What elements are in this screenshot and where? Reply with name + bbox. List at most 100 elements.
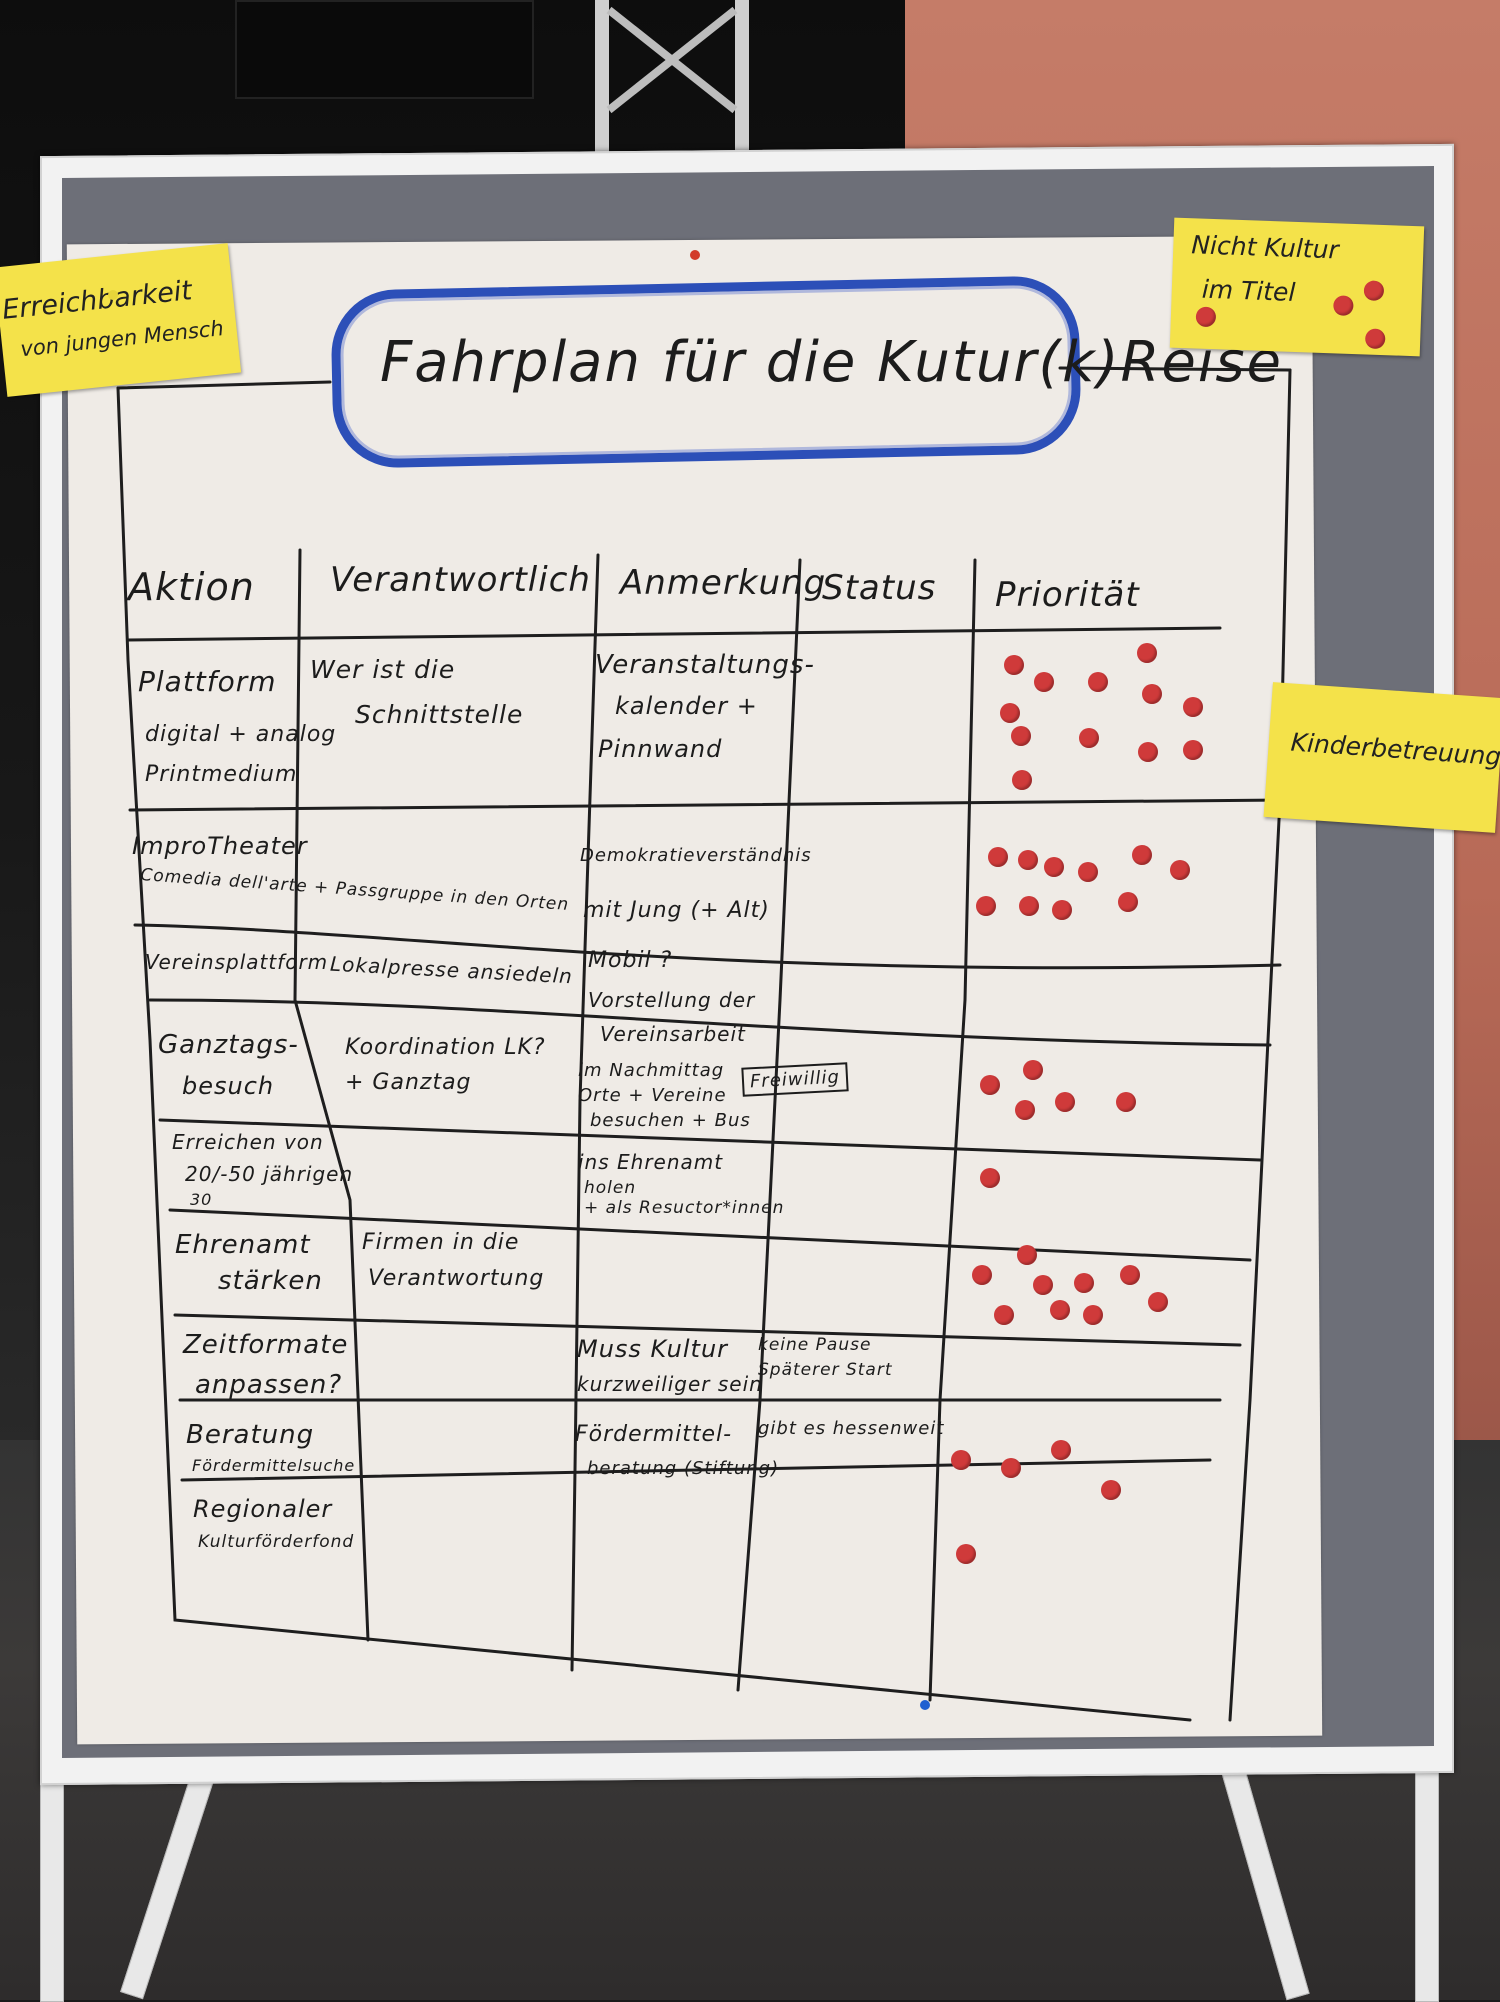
pin [108,290,118,300]
row7-aktion: anpassen? [195,1370,343,1400]
row1-verantwortlich: Schnittstelle [355,700,524,729]
column-header-anmerkung: Anmerkung [620,563,827,603]
sticky-right-top-line: Nicht Kultur [1190,230,1340,265]
row6-aktion: Ehrenamt [175,1230,311,1260]
pin [920,1700,930,1710]
row4-aktion: besuch [182,1072,275,1100]
priority-dot [956,1544,976,1564]
priority-dot [1001,1458,1021,1478]
priority-dot [1183,697,1203,717]
priority-dot [1074,1273,1094,1293]
row1-aktion: digital + analog [145,722,337,747]
sticky-left-line: Erreichbarkeit [0,275,194,326]
priority-dot [988,847,1008,867]
priority-dot [951,1450,971,1470]
row7-status: keine Pause [758,1335,872,1355]
row3-aktion: Vereinsplattform [145,950,329,974]
priority-dot [980,1075,1000,1095]
sticky-priority-dot [1364,328,1386,350]
column-header-aktion: Aktion [128,565,255,609]
column-header-status: Status [822,568,937,608]
row6-aktion: stärken [218,1266,323,1296]
row1-aktion: Printmedium [145,762,298,787]
sticky-note-right-mid: Kinderbetreuung [1263,682,1500,833]
row3-anmerkung: Vorstellung der [588,988,756,1012]
priority-dot [1034,672,1054,692]
page-title: Fahrplan für die Kutur(k)Reise [380,330,1284,395]
sticky-priority-dot [1195,306,1217,328]
row7-status: Späterer Start [758,1360,893,1380]
priority-dot [1170,860,1190,880]
row1-verantwortlich: Wer ist die [310,655,456,684]
priority-dot [1132,845,1152,865]
row6-verantwortlich: Verantwortung [368,1266,545,1291]
priority-dot [1118,892,1138,912]
row1-anmerkung: kalender + [615,692,758,720]
priority-dot [1142,684,1162,704]
row5-aktion: 30 [190,1190,213,1209]
priority-dot [1137,643,1157,663]
priority-dot [1120,1265,1140,1285]
priority-dot [1011,726,1031,746]
priority-dot [1050,1300,1070,1320]
column-header-verantwortlich: Verantwortlich [330,560,591,600]
row8-status: gibt es hessenweit [758,1418,945,1439]
priority-dot [1044,857,1064,877]
row5-anmerkung: holen [584,1178,637,1198]
pin [690,250,700,260]
priority-dot [1052,900,1072,920]
priority-dot [1033,1275,1053,1295]
row5-anmerkung: + als Resuctor*innen [584,1198,785,1218]
row4-anmerkung: im Nachmittag [578,1060,725,1081]
priority-dot [1116,1092,1136,1112]
priority-dot [1004,655,1024,675]
priority-dot [1015,1100,1035,1120]
row8-aktion: Beratung [186,1420,315,1450]
row1-anmerkung: Veranstaltungs- [595,650,815,680]
sticky-right-mid-line: Kinderbetreuung [1289,727,1500,772]
priority-dot [1088,672,1108,692]
sticky-priority-dot [1333,295,1354,316]
row8-aktion: Fördermittelsuche [192,1456,356,1475]
row2-anmerkung: mit Jung (+ Alt) [583,898,770,923]
priority-dot [1079,728,1099,748]
priority-dot [1148,1292,1168,1312]
sticky-left-line: von jungen Mensch [19,316,225,362]
row1-anmerkung: Pinnwand [598,735,723,763]
priority-dot [972,1265,992,1285]
row9-aktion: Kulturförderfond [198,1532,355,1552]
priority-dot [1055,1092,1075,1112]
sticky-right-top-line: im Titel [1201,274,1296,307]
priority-dot [1019,896,1039,916]
row3-anmerkung: Vereinsarbeit [600,1022,746,1046]
row1-aktion: Plattform [138,665,277,698]
sticky-note-right-top: Nicht Kultur im Titel [1169,217,1425,357]
speaker-box [235,0,534,99]
priority-dot [1078,862,1098,882]
row6-verantwortlich: Firmen in die [362,1230,520,1255]
row2-aktion: ImproTheater [132,832,308,860]
priority-dot [1183,740,1203,760]
row5-aktion: Erreichen von [172,1130,324,1154]
row8-anmerkung: beratung (Stiftung) [587,1458,780,1479]
row4-anmerkung: Orte + Vereine [578,1085,727,1106]
priority-dot [980,1168,1000,1188]
row2-anmerkung: Demokratieverständnis [580,845,812,866]
row7-anmerkung: kurzweiliger sein [577,1372,763,1396]
row5-aktion: 20/-50 jährigen [185,1162,354,1186]
sticky-note-left: Erreichbarkeit von jungen Mensch [0,243,242,397]
priority-dot [1138,742,1158,762]
priority-dot [1017,1245,1037,1265]
priority-dot [1051,1440,1071,1460]
row4-verantwortlich: + Ganztag [345,1070,472,1095]
column-header-prioritaet: Priorität [995,575,1140,615]
priority-dot [1012,770,1032,790]
priority-dot [1000,703,1020,723]
row5-anmerkung: ins Ehrenamt [578,1150,724,1174]
row4-freiwillig-note: Freiwillig [741,1062,849,1097]
priority-dot [994,1305,1014,1325]
row4-aktion: Ganztags- [158,1030,299,1060]
priority-dot [1083,1305,1103,1325]
row4-verantwortlich: Koordination LK? [345,1035,546,1060]
